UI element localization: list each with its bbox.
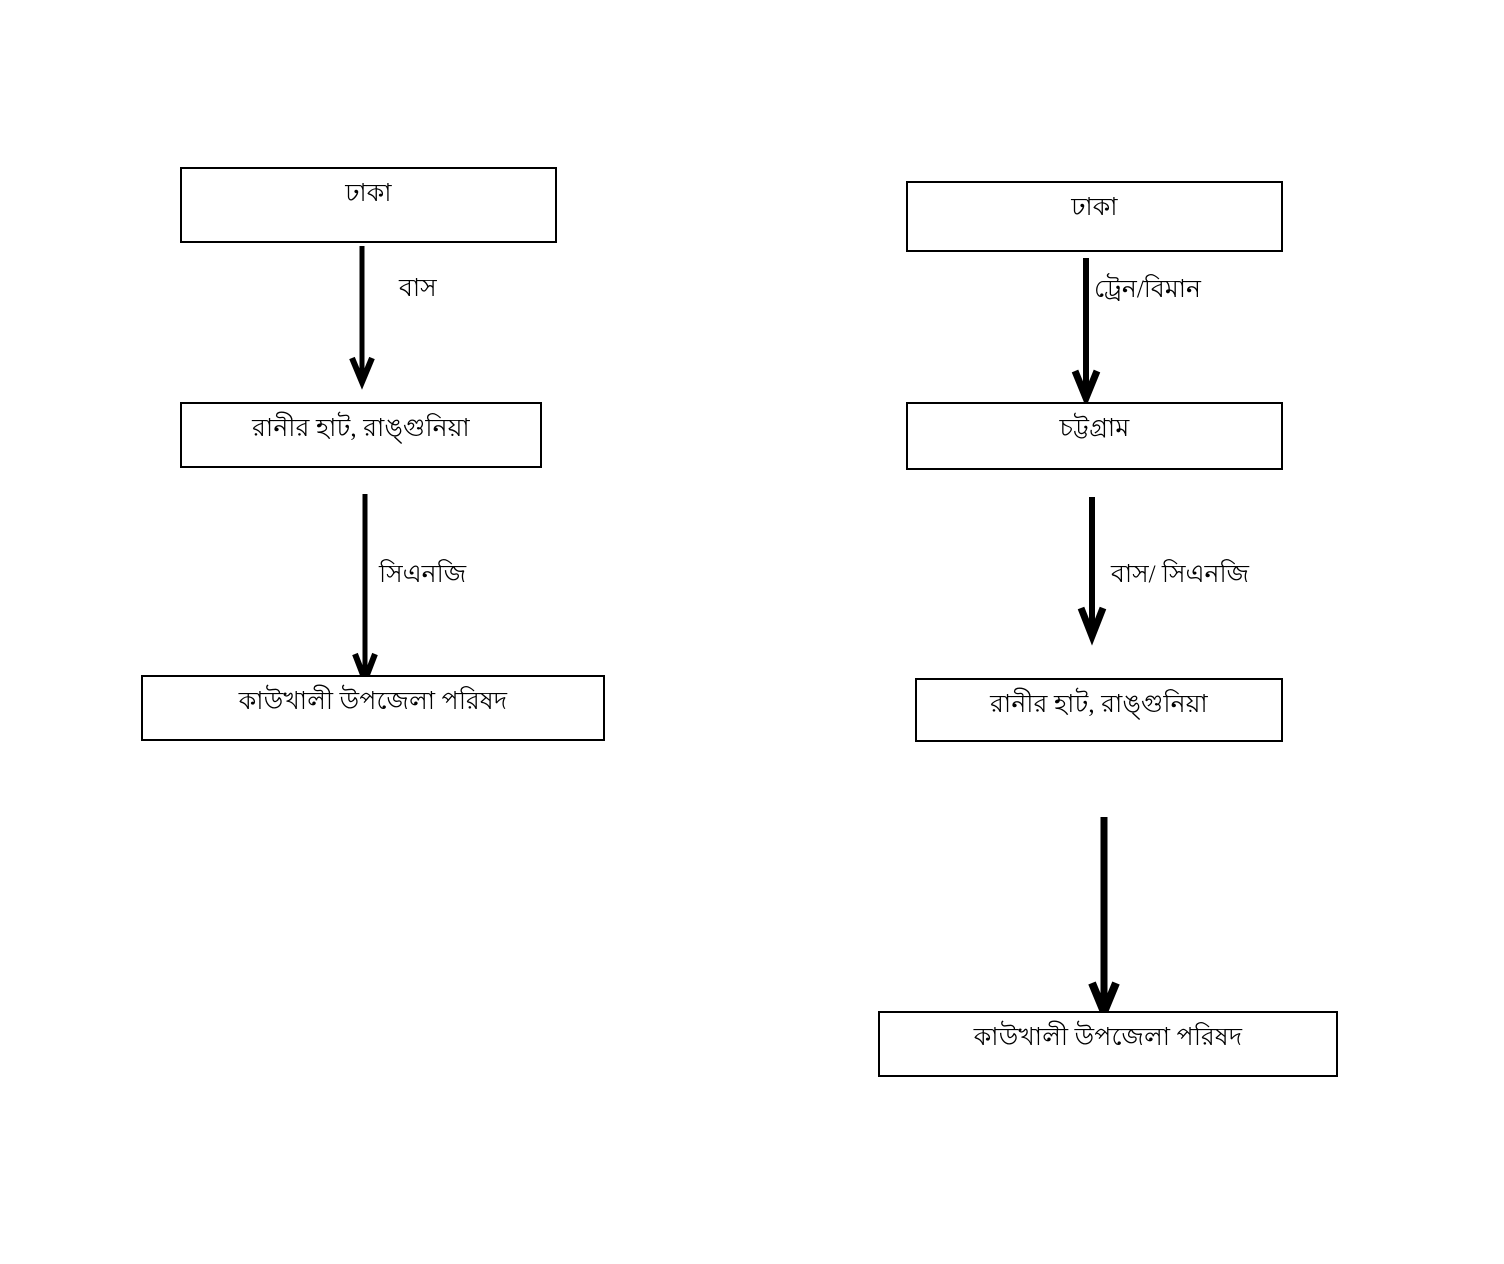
flow-edge-label-train-plane: ট্রেন/বিমান: [1094, 276, 1201, 303]
flow-arrow-dhaka-to-chattogram: [1071, 258, 1105, 408]
flow-node-label: ঢাকা: [1071, 194, 1118, 221]
flow-node-kaukhali-upazila-parishad-left: কাউখালী উপজেলা পরিষদ: [141, 675, 605, 741]
flow-arrow-ranirhat-to-kaukhali: [352, 494, 384, 689]
flow-node-dhaka-left: ঢাকা: [180, 167, 557, 243]
flow-node-dhaka-right: ঢাকা: [906, 181, 1283, 252]
flow-node-ranirhat-rangunia-right: রানীর হাট, রাঙ্গুনিয়া: [915, 678, 1283, 742]
flow-edge-label-bus-left: বাস: [399, 275, 437, 302]
flow-node-label: ঢাকা: [345, 180, 392, 207]
flow-edge-label-cng-left: সিএনজি: [379, 561, 467, 588]
flow-node-label: রানীর হাট, রাঙ্গুনিয়া: [990, 691, 1208, 718]
flow-node-ranirhat-rangunia-left: রানীর হাট, রাঙ্গুনিয়া: [180, 402, 542, 468]
flow-edge-label-bus-cng: বাস/ সিএনজি: [1111, 561, 1250, 588]
flow-node-label: চট্টগ্রাম: [1059, 415, 1130, 442]
flow-arrow-dhaka-to-ranirhat: [349, 246, 381, 390]
flow-arrow-ranirhat-to-kaukhali-right: [1088, 817, 1124, 1023]
flow-node-label: কাউখালী উপজেলা পরিষদ: [973, 1024, 1243, 1051]
flow-node-kaukhali-upazila-parishad-right: কাউখালী উপজেলা পরিষদ: [878, 1011, 1338, 1077]
flow-node-chattogram: চট্টগ্রাম: [906, 402, 1283, 470]
flow-node-label: কাউখালী উপজেলা পরিষদ: [238, 688, 508, 715]
flow-arrow-chattogram-to-ranirhat: [1077, 497, 1111, 646]
flow-node-label: রানীর হাট, রাঙ্গুনিয়া: [252, 415, 470, 442]
